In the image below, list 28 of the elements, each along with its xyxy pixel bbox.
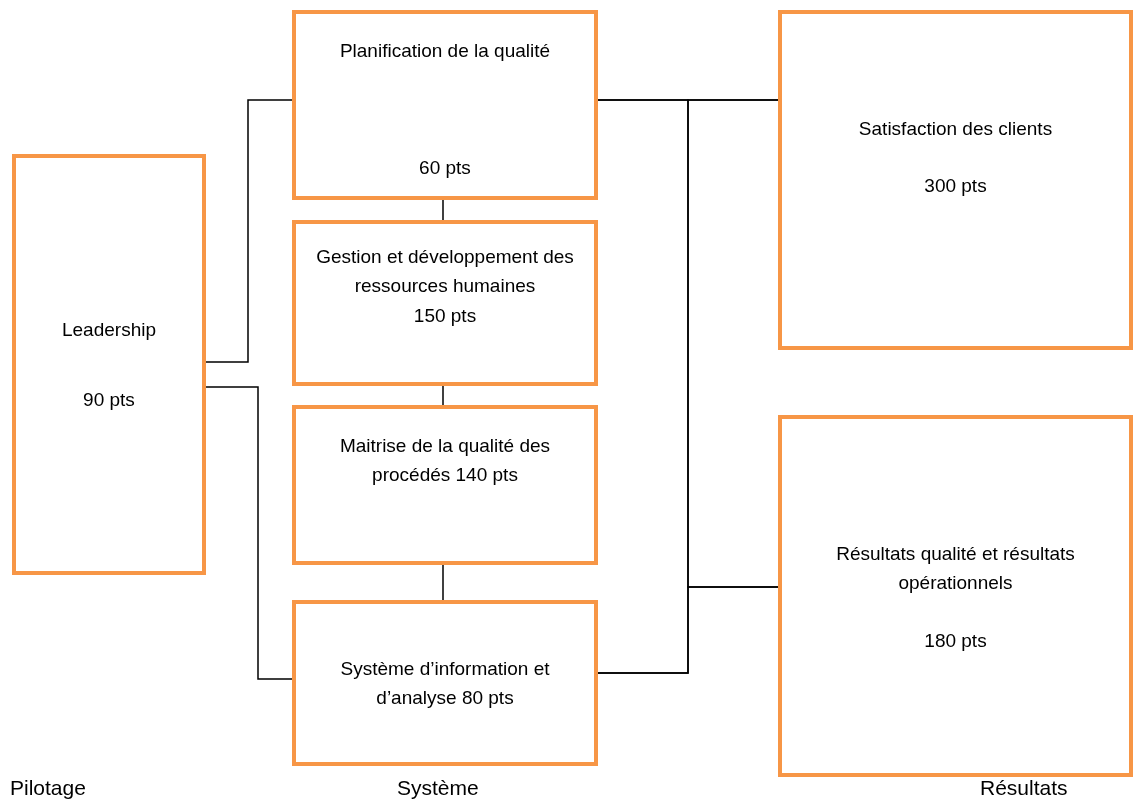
node-text: Système d’information et d’analyse 80 pts bbox=[339, 656, 551, 710]
connector-line bbox=[205, 386, 293, 680]
process-box bbox=[292, 600, 598, 766]
process-box bbox=[292, 405, 598, 565]
connector-line bbox=[205, 99, 293, 363]
connector-line bbox=[442, 199, 444, 221]
process-box bbox=[778, 10, 1133, 350]
node-text: 300 pts bbox=[924, 174, 987, 199]
node-text: Leadership bbox=[62, 318, 156, 343]
connector-line bbox=[442, 385, 444, 406]
column-label: Système bbox=[397, 776, 479, 800]
process-box bbox=[292, 220, 598, 386]
node-text: Planification de la qualité bbox=[339, 39, 551, 63]
node-text: 90 pts bbox=[83, 387, 135, 412]
node-text: 150 pts bbox=[413, 303, 477, 328]
node-text: Maitrise de la qualité des procédés 140 pts bbox=[338, 434, 552, 488]
node-text: Résultats qualité et résultats opérationnels bbox=[835, 542, 1076, 596]
column-label: Pilotage bbox=[10, 776, 86, 800]
connector-line bbox=[442, 564, 444, 601]
process-box bbox=[292, 10, 598, 200]
column-label: Résultats bbox=[980, 776, 1068, 800]
node-text: 60 pts bbox=[419, 155, 471, 180]
node-text: Gestion et développement des ressources humaines bbox=[315, 245, 575, 299]
node-text: 180 pts bbox=[924, 628, 987, 653]
process-box bbox=[778, 415, 1133, 777]
node-text: Satisfaction des clients bbox=[858, 117, 1053, 141]
connector-line bbox=[597, 586, 779, 674]
process-box bbox=[12, 154, 206, 575]
